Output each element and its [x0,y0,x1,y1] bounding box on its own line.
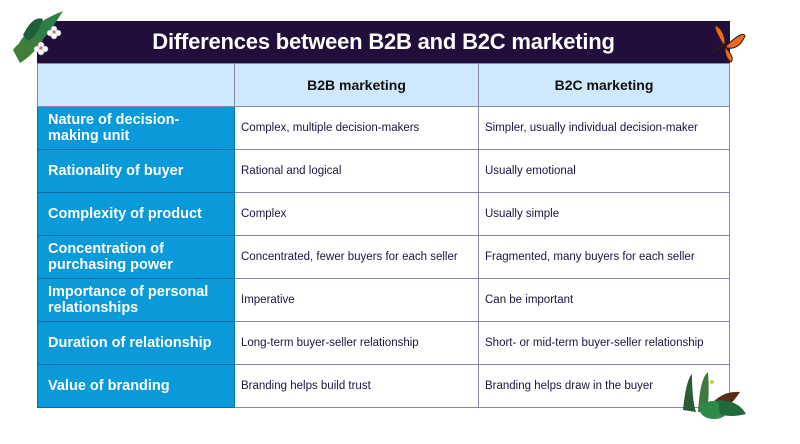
header-b2c: B2C marketing [478,63,730,107]
b2b-cell: Concentrated, fewer buyers for each sell… [234,235,479,279]
header-b2b: B2B marketing [234,63,479,107]
b2c-cell: Usually emotional [478,149,730,193]
row-label: Rationality of buyer [37,149,235,193]
b2c-cell: Usually simple [478,192,730,236]
b2c-cell: Simpler, usually individual decision-mak… [478,106,730,150]
b2b-cell: Long-term buyer-seller relationship [234,321,479,365]
b2b-cell: Complex [234,192,479,236]
b2b-cell: Imperative [234,278,479,322]
row-label: Concentration of purchasing power [37,235,235,279]
row-label: Importance of personal relationships [37,278,235,322]
row-label: Nature of decision-making unit [37,106,235,150]
row-label: Value of branding [37,364,235,408]
leaves-flowers-icon [13,11,63,63]
b2c-cell: Fragmented, many buyers for each seller [478,235,730,279]
row-label: Duration of relationship [37,321,235,365]
page-title: Differences between B2B and B2C marketin… [37,21,730,63]
b2c-cell: Can be important [478,278,730,322]
header-empty [37,63,235,107]
plants-icon [683,372,746,419]
b2b-cell: Branding helps build trust [234,364,479,408]
b2b-cell: Rational and logical [234,149,479,193]
butterfly-icon [712,25,746,63]
header-row: B2B marketing B2C marketing [37,63,730,107]
b2b-cell: Complex, multiple decision-makers [234,106,479,150]
row-label: Complexity of product [37,192,235,236]
b2c-cell: Short- or mid-term buyer-seller relation… [478,321,730,365]
comparison-table: B2B marketing B2C marketing Nature of de… [37,63,730,408]
